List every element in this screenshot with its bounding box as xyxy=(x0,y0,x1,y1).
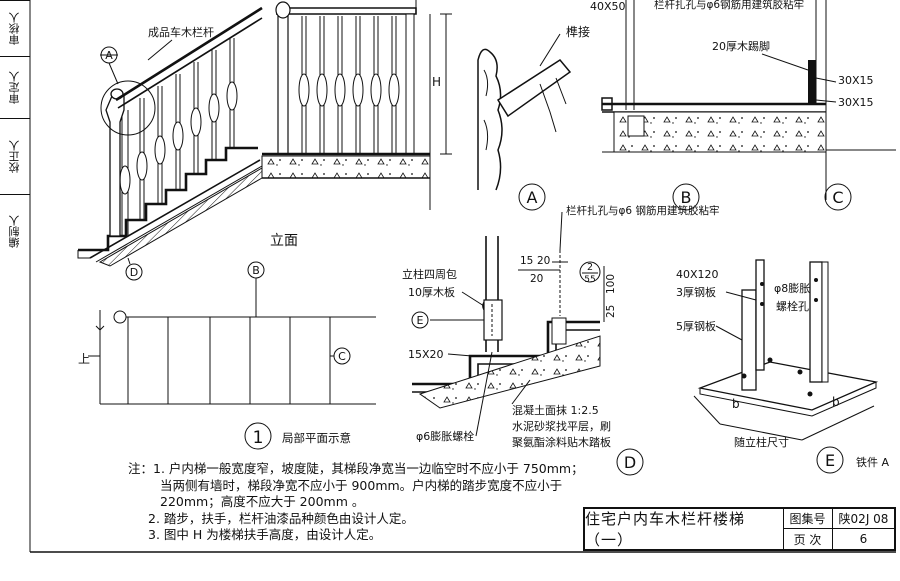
plan-label: 局部平面示意 xyxy=(282,431,351,445)
detail-D-dim100: 100 xyxy=(605,274,617,294)
notes: 注：1. 户内梯一般宽度窄，坡度陡，其梯段净宽当一边临空时不应小于 750mm；… xyxy=(128,461,584,544)
detail-D-bolt: φ6膨胀螺栓 xyxy=(416,429,474,443)
detail-D-board: 10厚木板 xyxy=(408,285,455,299)
page-label: 页 次 xyxy=(783,529,833,549)
detail-E-callout: E xyxy=(825,451,835,470)
note-line-5: 3. 图中 H 为楼梯扶手高度，由设计人定。 xyxy=(148,527,382,542)
detail-D: 15 20 20 100 25 2 55 栏杆扎孔与φ6 钢筋用建筑胶粘牢 立柱… xyxy=(402,204,719,476)
finished-railing-label: 成品车木栏杆 xyxy=(148,25,214,39)
detail-E-bolt-l1: φ8膨胀 xyxy=(774,281,810,295)
drawing-title: 住宅户内车木栏杆楼梯（一） xyxy=(585,509,784,549)
detail-D-callout: D xyxy=(624,453,636,472)
elevation-label: 立面 xyxy=(270,233,298,249)
section-railing xyxy=(261,0,431,210)
detail-E-size: 随立柱尺寸 xyxy=(734,435,789,449)
detail-C-callout: C xyxy=(832,188,843,207)
page-value: 6 xyxy=(859,532,868,546)
detail-D-finish-l1: 混凝土面抹 1:2.5 xyxy=(512,403,599,417)
callout-A-elevation: A xyxy=(100,46,156,136)
detail-E-iron: 铁件 A xyxy=(856,456,889,469)
detail-B-note: 栏杆扎孔与φ6钢筋用建筑胶粘牢 xyxy=(654,0,804,11)
atlas-label: 图集号 xyxy=(783,509,833,529)
detail-E-pipe: 40X120 xyxy=(676,268,719,281)
detail-D-ref-55: 55 xyxy=(584,275,595,285)
detail-A-joint-label: 榫接 xyxy=(566,24,590,39)
detail-C-dim2: 30X15 xyxy=(838,96,874,109)
detail-D-nosing: 15X20 xyxy=(408,348,444,361)
detail-D-dim20b: 20 xyxy=(530,273,543,285)
detail-C-dim1: 30X15 xyxy=(838,74,874,87)
callout-E-ref: E xyxy=(417,314,424,327)
atlas-value: 陕02J 08 xyxy=(833,509,894,529)
detail-E-b1: b xyxy=(732,397,740,411)
detail-B-callout: B xyxy=(681,188,692,207)
detail-D-dim20: 20 xyxy=(537,255,550,267)
detail-B: 40X50 栏杆扎孔与φ6钢筋用建筑胶粘牢 B xyxy=(590,0,827,211)
callout-B-plan: B xyxy=(252,264,260,277)
detail-D-wrap: 立柱四周包 xyxy=(402,267,457,281)
detail-C-board: 20厚木踢脚 xyxy=(712,39,770,53)
detail-A: 榫接 A xyxy=(477,24,590,211)
note-line-1: 注：1. 户内梯一般宽度窄，坡度陡，其梯段净宽当一边临空时不应小于 750mm； xyxy=(128,461,584,476)
title-block: 住宅户内车木栏杆楼梯（一） 图集号 陕02J 08 页 次 6 xyxy=(583,507,896,551)
leader-railing xyxy=(147,39,173,61)
plan-number: 1 xyxy=(253,428,264,448)
up-label: 上 xyxy=(78,352,90,366)
detail-A-callout: A xyxy=(527,188,538,207)
detail-E-bolt-l2: 螺栓孔 xyxy=(776,299,809,313)
detail-D-dim15: 15 xyxy=(520,255,533,267)
detail-D-note-top: 栏杆扎孔与φ6 钢筋用建筑胶粘牢 xyxy=(566,204,719,217)
note-line-4: 2. 踏步，扶手，栏杆油漆品种颜色由设计人定。 xyxy=(148,510,414,526)
H-label: H xyxy=(432,75,441,89)
detail-E: 40X120 3厚钢板 φ8膨胀 螺栓孔 5厚钢板 b b 随立柱尺寸 E 铁件… xyxy=(676,259,889,474)
callout-D-top-text: D xyxy=(130,266,138,279)
note-line-3: 220mm；高度不应大于 200mm 。 xyxy=(160,494,365,509)
note-line-2: 当两侧有墙时，梯段净宽不应小于 900mm。户内梯的踏步宽度不应小于 xyxy=(160,477,563,493)
detail-B-dim: 40X50 xyxy=(590,0,626,13)
detail-D-dim25: 25 xyxy=(605,305,617,318)
callout-D-elevation: D xyxy=(125,257,143,281)
detail-E-b2: b xyxy=(832,395,840,409)
detail-D-finish-l3: 聚氨酯涂料贴木踏板 xyxy=(512,435,611,449)
detail-D-ref-2: 2 xyxy=(587,262,593,273)
detail-C: 20厚木踢脚 30X15 30X15 C xyxy=(712,0,896,211)
detail-E-plate3: 3厚钢板 xyxy=(676,285,716,299)
detail-E-plate5: 5厚钢板 xyxy=(676,319,716,333)
callout-C-plan: C xyxy=(338,350,346,363)
elevation-stair xyxy=(77,6,263,267)
detail-D-finish-l2: 水泥砂浆找平层，刷 xyxy=(512,419,611,433)
dim-H: H xyxy=(432,13,452,155)
plan-view: 上 B C 1 局部平面示意 xyxy=(78,261,376,450)
